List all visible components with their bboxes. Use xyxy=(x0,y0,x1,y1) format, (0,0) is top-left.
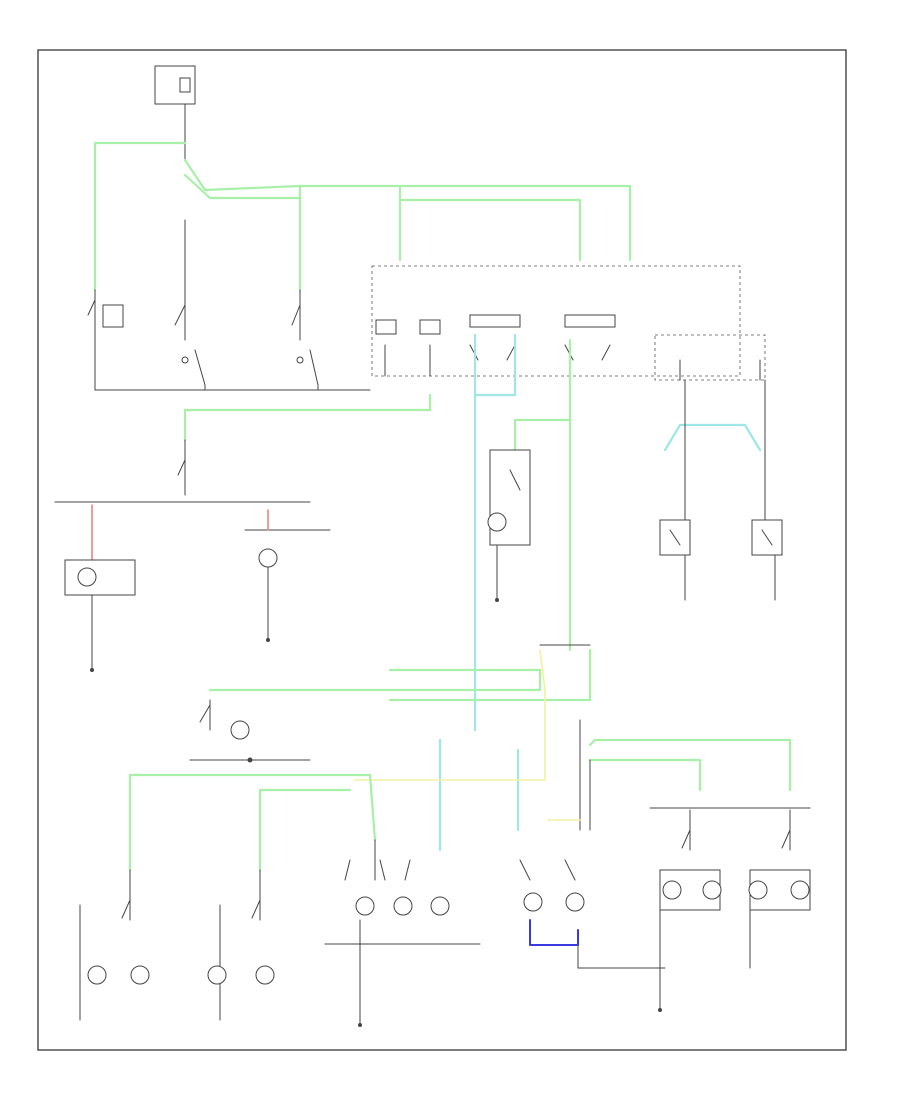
bottom-center-cluster xyxy=(324,839,481,1027)
middle-junction xyxy=(189,644,592,781)
cyan-wires xyxy=(438,333,762,852)
green-feed-wires xyxy=(93,141,632,442)
left-courtesy-lamps xyxy=(54,439,331,672)
bottom-left-lamps xyxy=(79,773,377,1021)
control-unit-box xyxy=(371,265,766,381)
top-switch-row xyxy=(87,219,371,391)
right-door-switches xyxy=(659,379,783,601)
top-fuse-block xyxy=(154,65,196,161)
dome-lamp-circuit xyxy=(487,338,572,652)
bottom-right-vanity xyxy=(649,807,811,1012)
bottom-map-lamps xyxy=(519,719,792,969)
diagram-frame xyxy=(37,49,847,1051)
